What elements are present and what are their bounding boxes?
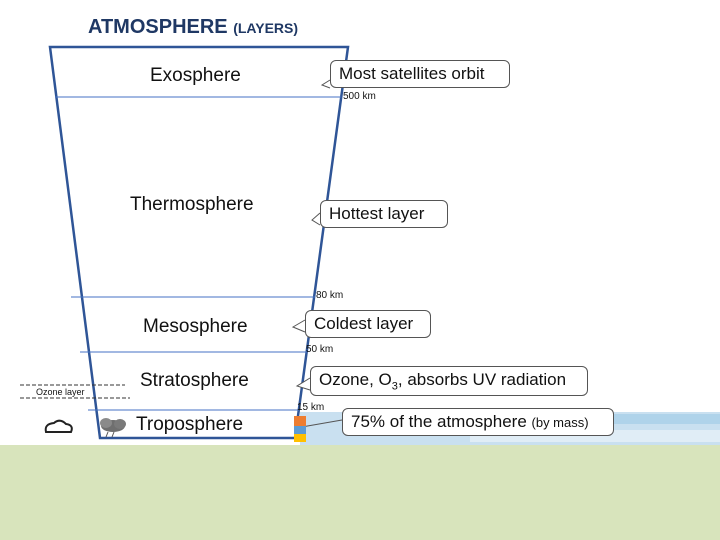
callout-stratosphere-pre: Ozone, O	[319, 370, 392, 389]
callout-stratosphere-post: , absorbs UV radiation	[398, 370, 566, 389]
altitude-label-500km: 500 km	[343, 91, 376, 102]
marker-orange	[294, 416, 306, 426]
storm-cloud-icon	[100, 418, 126, 437]
marker-blue	[294, 426, 306, 434]
layer-label-exosphere: Exosphere	[150, 65, 241, 87]
callout-tail-mesosphere	[293, 320, 305, 332]
callout-troposphere-main: 75% of the atmosphere	[351, 412, 527, 431]
altitude-label-80km: 80 km	[316, 290, 343, 301]
callout-troposphere: 75% of the atmosphere (by mass)	[342, 408, 614, 436]
layer-label-stratosphere: Stratosphere	[140, 370, 249, 392]
page-title: ATMOSPHERE (LAYERS)	[88, 16, 298, 39]
layer-label-thermosphere: Thermosphere	[130, 194, 254, 216]
marker-yellow	[294, 434, 306, 442]
callout-tail-exosphere	[322, 80, 330, 88]
callout-mesosphere: Coldest layer	[305, 310, 431, 338]
title-main: ATMOSPHERE	[88, 16, 228, 38]
ground	[0, 445, 720, 540]
callout-tail-thermosphere	[312, 213, 320, 225]
layer-label-mesosphere: Mesosphere	[143, 316, 248, 338]
callout-stratosphere: Ozone, O3, absorbs UV radiation	[310, 366, 588, 396]
title-sub: (LAYERS)	[233, 20, 298, 36]
altitude-label-50km: 50 km	[306, 344, 333, 355]
cloud-icon	[46, 421, 72, 432]
altitude-label-15km: 15 km	[297, 402, 324, 413]
layer-label-troposphere: Troposphere	[136, 414, 243, 436]
callout-exosphere: Most satellites orbit	[330, 60, 510, 88]
ozone-layer-label: Ozone layer	[36, 387, 85, 397]
callout-thermosphere: Hottest layer	[320, 200, 448, 228]
callout-troposphere-small: (by mass)	[532, 415, 589, 430]
